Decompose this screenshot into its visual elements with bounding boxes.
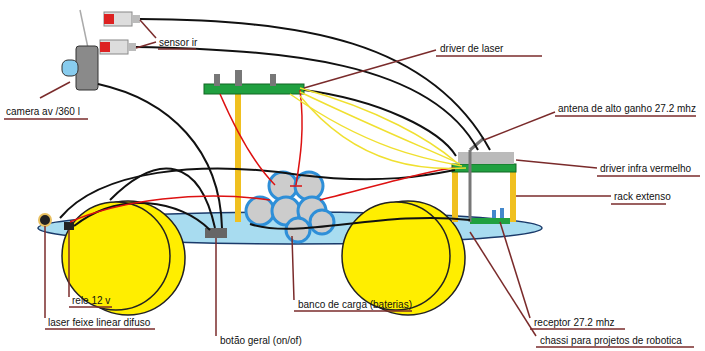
part-label: laser feixe linear difuso (48, 317, 150, 329)
camera-antenna (80, 10, 88, 48)
antenna (469, 150, 472, 222)
part-label: receptor 27.2 mhz (534, 317, 615, 329)
part-label: antena de alto ganho 27.2 mhz (558, 103, 696, 115)
laser-emitter (39, 214, 51, 226)
part-label: rack extenso (614, 191, 671, 203)
wire (290, 88, 466, 169)
part-label: camera av /360 l (6, 106, 80, 118)
rack-post (452, 168, 458, 222)
part-label: sensor ir (159, 37, 197, 49)
camera (76, 46, 98, 90)
leader-line (4, 20, 700, 347)
wire (60, 19, 490, 230)
rack-post (510, 168, 516, 222)
post (235, 94, 241, 222)
ir-driver-module (458, 152, 514, 164)
part-label: driver de laser (440, 43, 503, 55)
receiver-board (470, 218, 510, 224)
wire (70, 90, 455, 222)
component (235, 70, 242, 86)
component (214, 74, 220, 86)
part-label: banco de carga (baterias) (298, 299, 412, 311)
part-label: botão geral (on/of) (220, 335, 302, 347)
component (500, 208, 504, 218)
ir-sensor (100, 12, 140, 54)
component (492, 210, 496, 218)
part-label: rele 12 v (72, 295, 110, 307)
part-label: driver infra vermelho (600, 163, 691, 175)
part-label: chassi para projetos de robotica (540, 335, 682, 347)
relay (64, 222, 74, 230)
camera-lens (62, 60, 78, 76)
battery-bank (246, 172, 334, 242)
component (270, 74, 276, 86)
